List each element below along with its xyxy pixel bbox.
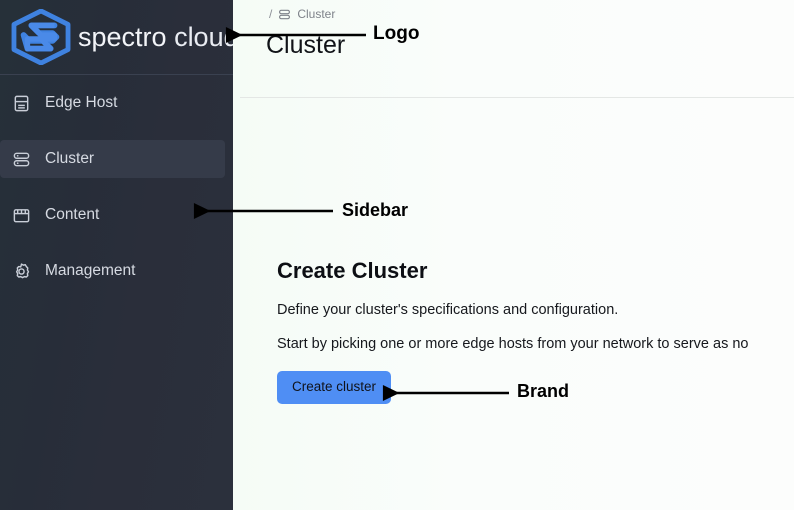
sidebar-nav: Edge Host Cluster: [0, 75, 233, 290]
brand-name: spectro cloud: [78, 22, 233, 53]
brand-name-secondary: cloud: [174, 21, 233, 52]
stacked-servers-icon: [10, 148, 32, 170]
sidebar-item-content[interactable]: Content: [0, 196, 225, 234]
main-content: / Cluster Cluster Create Cluster Define …: [233, 0, 794, 510]
spectro-cloud-logo-icon: [10, 8, 72, 66]
create-cluster-description-1: Define your cluster's specifications and…: [277, 302, 619, 318]
sidebar-item-label: Management: [45, 262, 136, 279]
breadcrumb-item-cluster[interactable]: Cluster: [297, 7, 336, 21]
create-cluster-description-2: Start by picking one or more edge hosts …: [277, 336, 749, 352]
breadcrumb: / Cluster: [233, 0, 794, 22]
header-divider: [240, 97, 794, 98]
sidebar-brand[interactable]: spectro cloud: [0, 0, 233, 75]
create-cluster-button[interactable]: Create cluster: [277, 371, 392, 404]
sidebar: spectro cloud Edge Host: [0, 0, 233, 510]
sidebar-item-label: Content: [45, 206, 100, 223]
gear-icon: [10, 260, 32, 282]
sidebar-item-cluster[interactable]: Cluster: [0, 140, 225, 178]
server-device-icon: [10, 92, 32, 114]
browser-window-icon: [10, 204, 32, 226]
brand-name-primary: spectro: [78, 21, 167, 52]
create-cluster-section: Create Cluster Define your cluster's spe…: [277, 258, 794, 404]
sidebar-item-management[interactable]: Management: [0, 252, 225, 290]
sidebar-item-label: Edge Host: [45, 94, 118, 111]
sidebar-item-label: Cluster: [45, 150, 95, 167]
breadcrumb-separator: /: [269, 7, 273, 21]
create-cluster-heading: Create Cluster: [277, 258, 428, 283]
page-title: Cluster: [266, 31, 346, 59]
stacked-servers-icon: [278, 8, 291, 21]
sidebar-item-edge-host[interactable]: Edge Host: [0, 84, 225, 122]
